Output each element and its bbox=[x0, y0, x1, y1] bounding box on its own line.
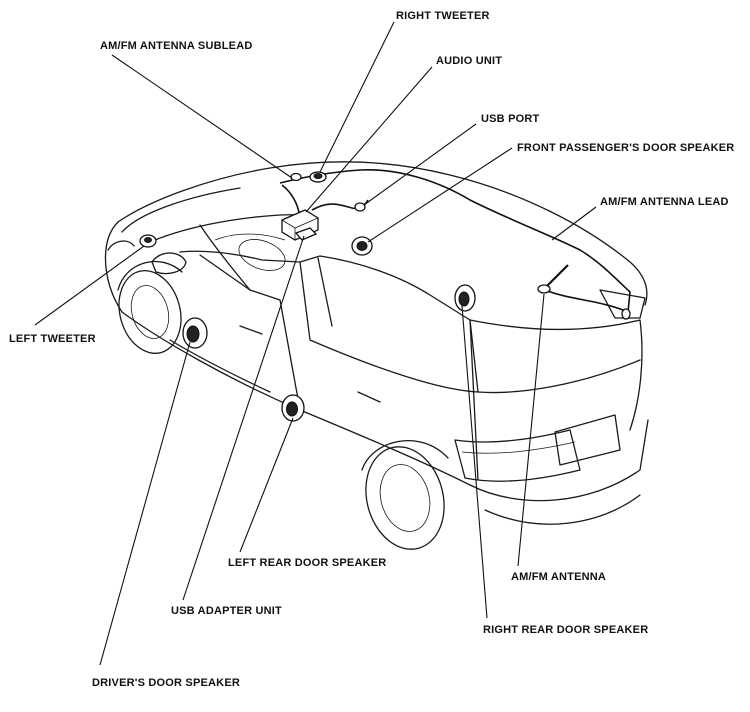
dashboard bbox=[214, 233, 286, 241]
roof-outline bbox=[117, 161, 648, 306]
steering-wheel bbox=[238, 239, 286, 271]
leader-lines bbox=[34, 21, 597, 666]
antenna-base-cable bbox=[544, 289, 629, 313]
label-am-fm-antenna-lead: AM/FM ANTENNA LEAD bbox=[600, 196, 729, 208]
tail-light bbox=[454, 429, 581, 482]
rear-wheel bbox=[365, 446, 445, 550]
components bbox=[139, 171, 631, 422]
label-drivers-door-speaker: DRIVER'S DOOR SPEAKER bbox=[92, 677, 241, 689]
side-mirror bbox=[151, 252, 187, 275]
front-wheel-hub bbox=[130, 285, 170, 339]
front-window-top bbox=[179, 250, 301, 263]
front-wheel bbox=[118, 270, 182, 354]
label-audio-unit: AUDIO UNIT bbox=[436, 55, 503, 67]
a-pillar bbox=[199, 224, 251, 291]
front-door-handle bbox=[239, 325, 263, 335]
label-right-rear-door-speaker: RIGHT REAR DOOR SPEAKER bbox=[483, 624, 649, 636]
right-tweeter-center bbox=[313, 173, 323, 179]
front-window-frame bbox=[199, 254, 281, 301]
label-left-rear-door-speaker: LEFT REAR DOOR SPEAKER bbox=[228, 557, 387, 569]
usb-port-part bbox=[354, 202, 366, 212]
antenna-sublead-connector bbox=[290, 172, 302, 182]
am-fm-antenna-mast bbox=[544, 264, 569, 289]
leader-am-fm-antenna bbox=[517, 293, 545, 567]
label-right-tweeter: RIGHT TWEETER bbox=[396, 10, 490, 22]
leader-right-rear-door-speaker bbox=[461, 305, 488, 619]
left-rear-door-speaker-cone bbox=[286, 401, 298, 417]
leader-usb-port bbox=[363, 123, 477, 206]
front-nose-outline bbox=[104, 221, 123, 313]
label-front-passengers-door-speaker: FRONT PASSENGER'S DOOR SPEAKER bbox=[517, 142, 735, 154]
rear-bumper bbox=[469, 419, 649, 502]
rear-door-rear-edge bbox=[469, 319, 479, 481]
leader-am-fm-antenna-sublead bbox=[111, 54, 293, 179]
leader-left-rear-door-speaker bbox=[239, 417, 294, 553]
body-crease bbox=[169, 339, 271, 393]
am-fm-antenna-base bbox=[537, 284, 551, 294]
front-wheel-arch bbox=[117, 260, 183, 291]
headlight bbox=[107, 240, 135, 251]
leader-audio-unit bbox=[305, 66, 433, 213]
leader-am-fm-antenna-lead bbox=[551, 206, 597, 241]
leader-left-tweeter bbox=[34, 245, 145, 326]
antenna-lead-cable bbox=[279, 169, 631, 313]
left-tweeter-center bbox=[144, 237, 152, 243]
hood-line bbox=[121, 187, 241, 233]
leader-usb-adapter-unit bbox=[182, 235, 305, 601]
rear-bumper-lower bbox=[484, 494, 641, 525]
leader-right-tweeter bbox=[319, 21, 395, 173]
label-left-tweeter: LEFT TWEETER bbox=[9, 333, 96, 345]
label-usb-adapter-unit: USB ADAPTER UNIT bbox=[171, 605, 282, 617]
front-passengers-door-speaker-cone bbox=[356, 241, 368, 251]
drivers-door-speaker-cone bbox=[186, 325, 200, 343]
b-pillar bbox=[317, 257, 333, 327]
right-rear-door-speaker-cone bbox=[458, 291, 470, 307]
label-am-fm-antenna-sublead: AM/FM ANTENNA SUBLEAD bbox=[100, 40, 253, 52]
rear-door-handle bbox=[357, 391, 381, 403]
rear-door-window bbox=[299, 255, 479, 393]
rear-quarter bbox=[469, 319, 643, 431]
front-door-rear-edge bbox=[279, 299, 301, 411]
leader-drivers-door-speaker bbox=[99, 341, 191, 666]
license-plate bbox=[554, 414, 621, 466]
label-usb-port: USB PORT bbox=[481, 113, 540, 125]
car-body bbox=[104, 161, 649, 550]
audio-unit-edges bbox=[281, 217, 319, 240]
rear-wheel-hub bbox=[379, 464, 431, 532]
rear-wheel-arch bbox=[361, 439, 449, 471]
leader-front-passengers-door-speaker bbox=[367, 147, 513, 243]
usb-adapter-unit-part bbox=[294, 227, 318, 241]
rear-glass-base bbox=[477, 359, 641, 394]
antenna-lead-connector bbox=[621, 308, 631, 320]
label-am-fm-antenna: AM/FM ANTENNA bbox=[511, 571, 607, 583]
